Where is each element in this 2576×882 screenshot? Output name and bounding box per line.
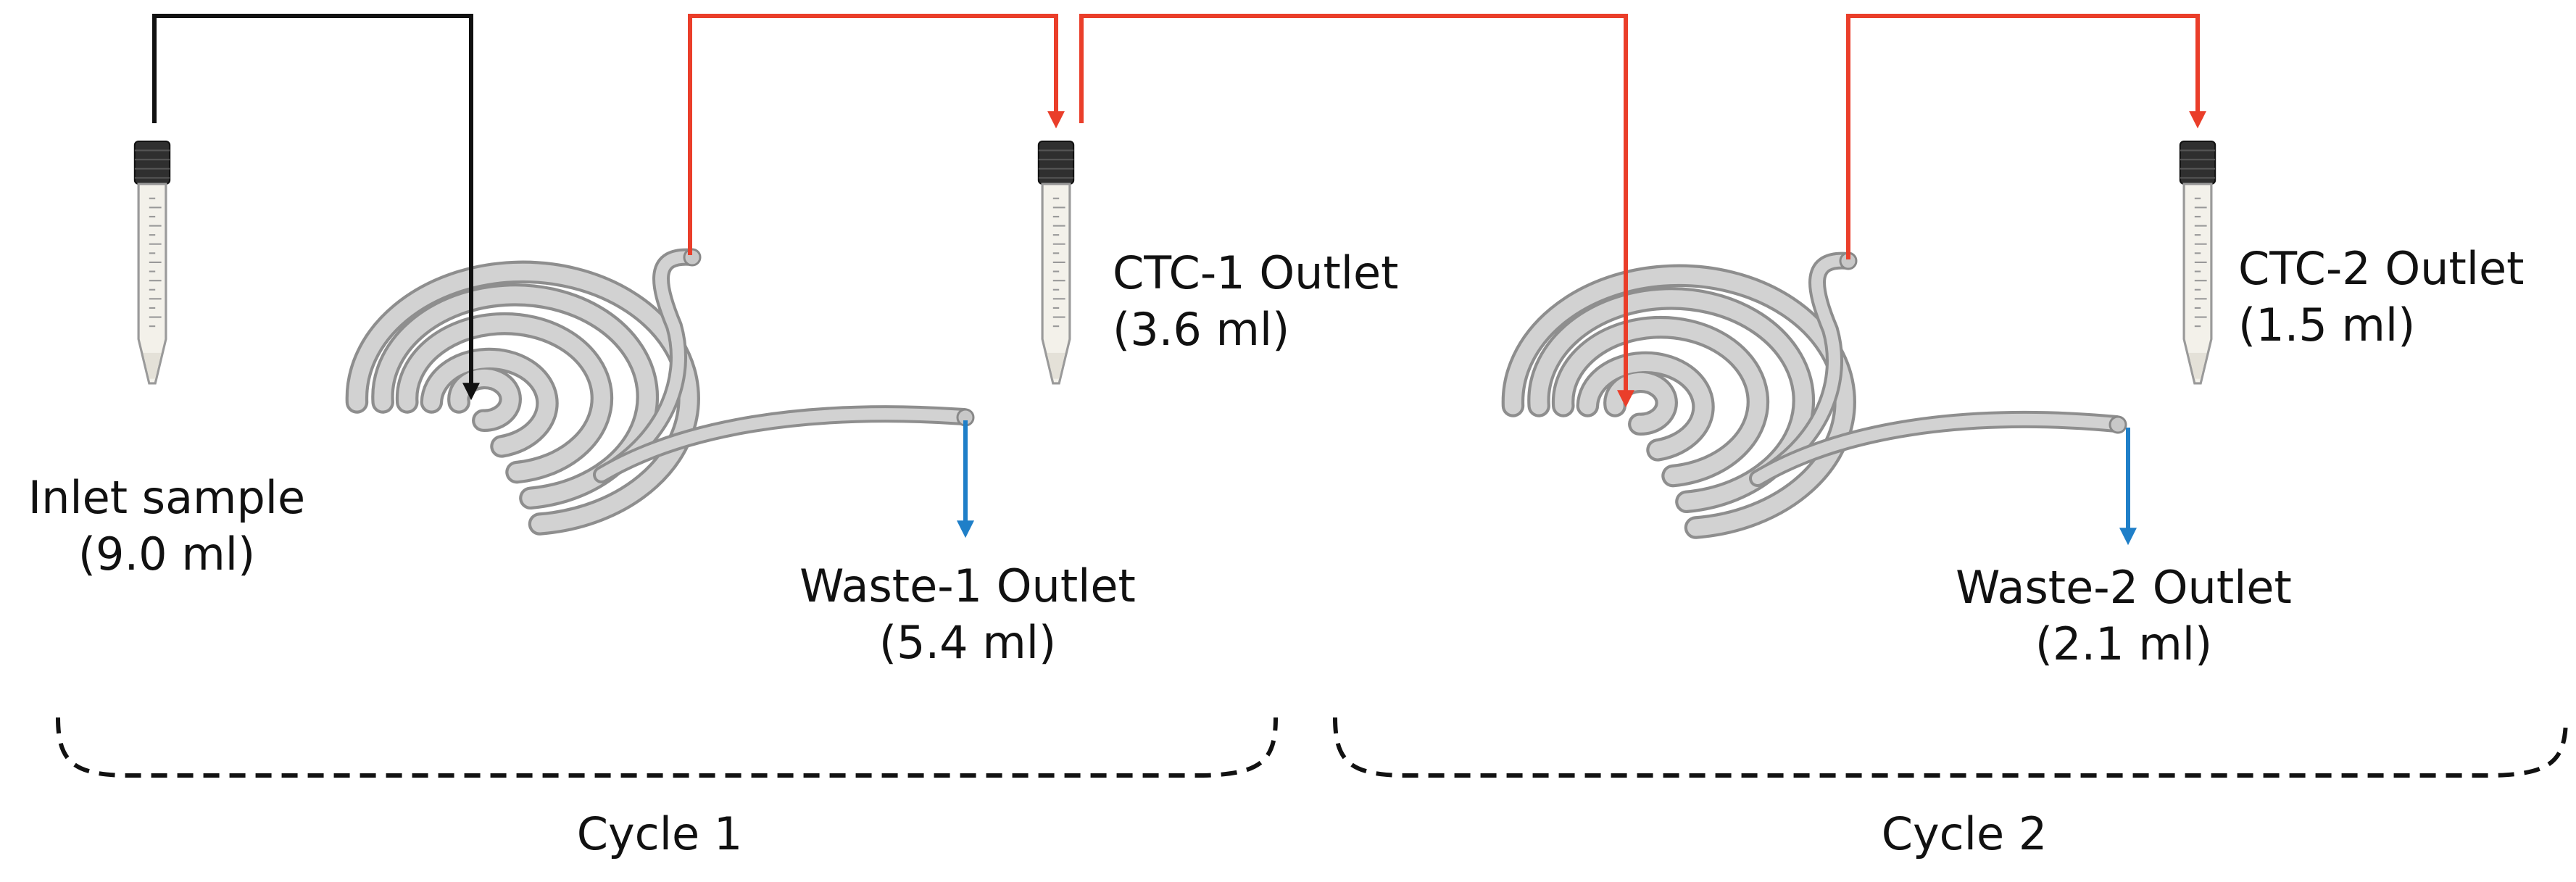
cycle-2-bracket <box>1333 717 2568 778</box>
waste-2-outlet-name: Waste-2 Outlet <box>1956 561 2292 614</box>
waste-2-outlet-volume: (2.1 ml) <box>2035 617 2213 670</box>
cycle-2-label: Cycle 2 <box>1881 807 2048 860</box>
inlet-sample-volume: (9.0 ml) <box>78 527 256 581</box>
spiral-chip-cycle-1 <box>357 248 975 524</box>
ctc-2-outlet-name: CTC-2 Outlet <box>2238 242 2525 295</box>
ctc-1-outlet-label: CTC-1 Outlet (3.6 ml) <box>1113 245 1398 357</box>
ctc-2-flow-arrow <box>1846 14 2206 259</box>
ctc-2-outlet-label: CTC-2 Outlet (1.5 ml) <box>2238 241 2524 353</box>
waste-1-outlet-label: Waste-1 Outlet (5.4 ml) <box>765 558 1171 670</box>
recirculation-flow-arrow <box>1079 14 1634 408</box>
waste-2-outlet-label: Waste-2 Outlet (2.1 ml) <box>1921 559 2327 672</box>
cycle-1-bracket <box>56 717 1278 778</box>
waste-1-outlet-name: Waste-1 Outlet <box>799 559 1136 612</box>
waste-1-outlet-volume: (5.4 ml) <box>878 615 1057 669</box>
ctc-1-outlet-volume: (3.6 ml) <box>1113 302 1290 356</box>
inlet-sample-label: Inlet sample (9.0 ml) <box>14 470 319 582</box>
tube-ctc-2 <box>2179 140 2216 385</box>
inlet-sample-name: Inlet sample <box>28 471 306 524</box>
tube-inlet-sample <box>133 140 171 385</box>
tube-ctc-1 <box>1037 140 1075 385</box>
ctc-2-outlet-volume: (1.5 ml) <box>2238 298 2416 351</box>
ctc-1-flow-arrow <box>688 14 1065 255</box>
ctc-1-outlet-name: CTC-1 Outlet <box>1113 246 1399 299</box>
spiral-chip-cycle-2 <box>1513 251 2127 528</box>
inlet-flow-arrow <box>152 14 480 401</box>
cycle-1-label: Cycle 1 <box>576 807 743 860</box>
